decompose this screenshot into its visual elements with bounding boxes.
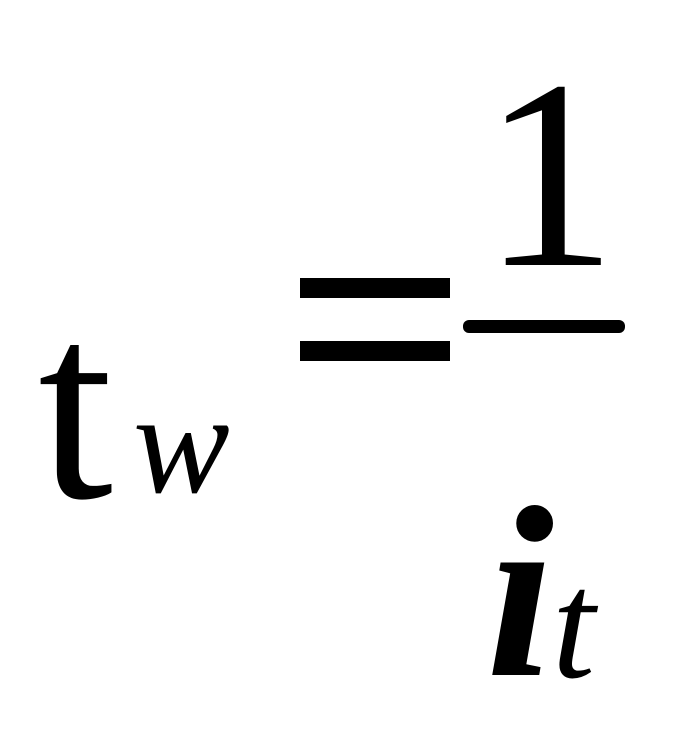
denominator-base-symbol: i — [486, 457, 555, 728]
fraction-bar — [463, 320, 625, 333]
equals-sign — [300, 268, 450, 363]
equals-bar-top — [300, 278, 450, 298]
equals-bar-bottom — [300, 341, 450, 361]
lhs-subscript-symbol: w — [133, 364, 230, 524]
denominator-subscript-symbol: t — [552, 539, 596, 711]
fraction-numerator: 1 — [482, 25, 617, 324]
lhs-base-symbol: t — [38, 257, 114, 556]
